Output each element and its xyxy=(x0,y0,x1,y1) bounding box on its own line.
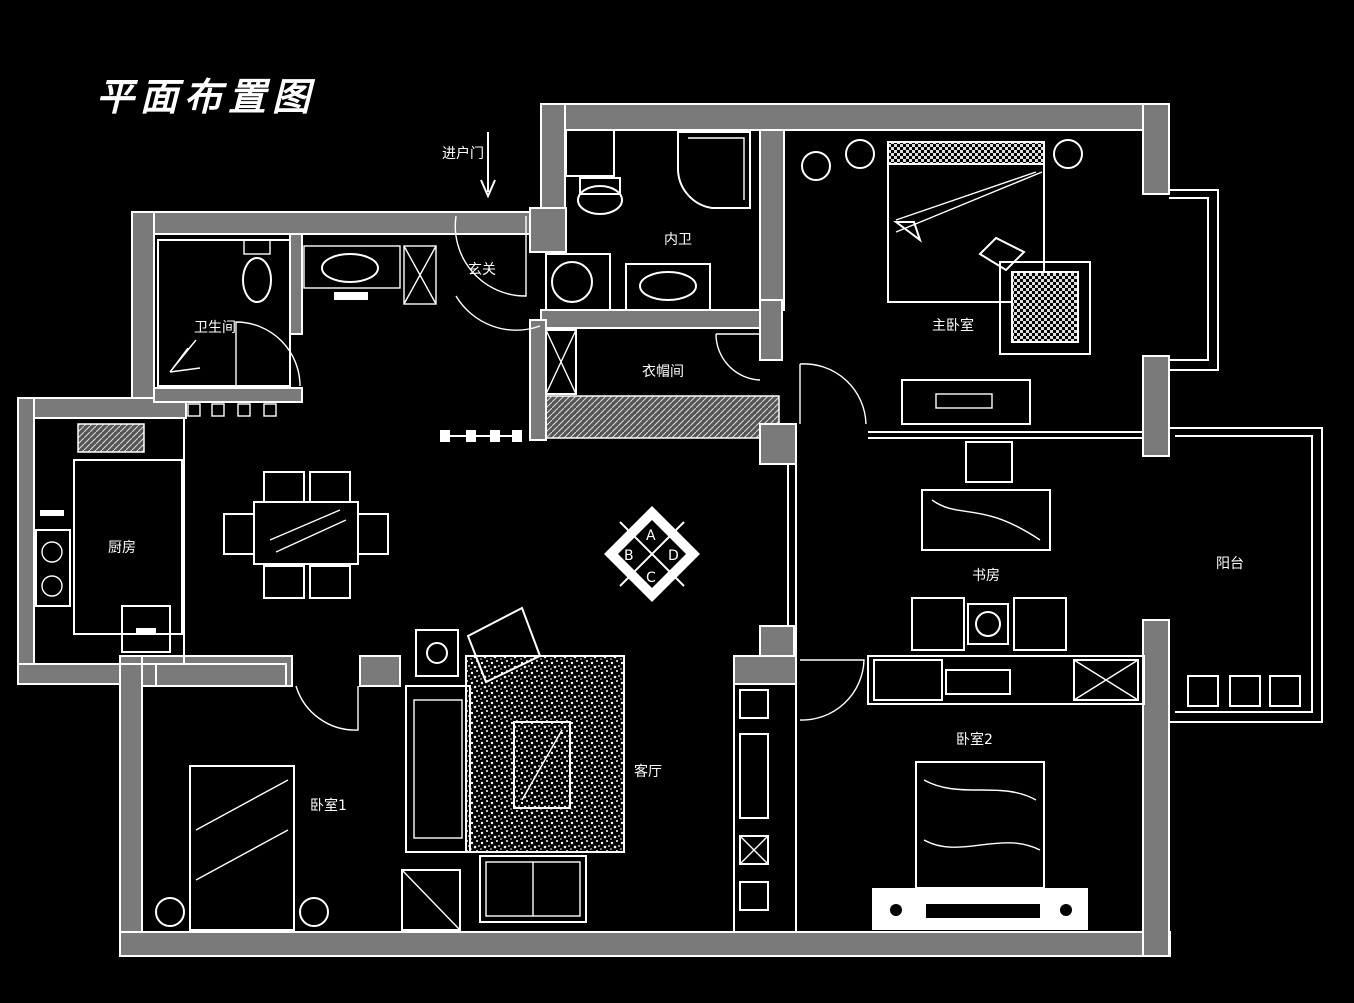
dining-set xyxy=(223,471,389,599)
room-label-cloakroom: 衣帽间 xyxy=(642,364,684,380)
kitchen-fixtures xyxy=(33,417,185,665)
room-label-living-room: 客厅 xyxy=(634,763,662,780)
compass-left: B xyxy=(624,548,634,564)
room-label-foyer: 玄关 xyxy=(468,261,496,278)
room-label-study: 书房 xyxy=(972,568,1000,584)
tv-cabinet xyxy=(739,689,769,911)
living-room-furniture xyxy=(401,606,625,931)
room-label-bedroom-1: 卧室1 xyxy=(310,797,347,814)
compass-top: A xyxy=(646,528,656,544)
master-bed xyxy=(801,139,1091,425)
room-label-master-bath: 内卫 xyxy=(664,232,692,248)
bedroom-2-furniture xyxy=(872,761,1088,930)
interior-walls xyxy=(141,129,1145,932)
master-bath-fixtures xyxy=(545,129,751,395)
bedroom-1-furniture xyxy=(155,663,329,931)
exterior-walls xyxy=(17,103,1323,957)
direction-marker: A B D C xyxy=(604,506,700,602)
doors xyxy=(235,215,867,731)
plan-title: 平面布置图 xyxy=(96,74,317,119)
compass-bottom: C xyxy=(646,570,656,586)
study-furniture xyxy=(873,441,1139,701)
room-label-balcony: 阳台 xyxy=(1216,556,1244,572)
room-label-kitchen: 厨房 xyxy=(108,540,136,556)
compass-right: D xyxy=(668,548,679,564)
shoe-cabinet xyxy=(440,430,522,442)
room-label-bathroom: 卫生间 xyxy=(194,320,236,336)
room-label-bedroom-2: 卧室2 xyxy=(956,731,993,748)
room-label-master-bedroom: 主卧室 xyxy=(932,317,974,334)
entrance-arrow xyxy=(480,132,496,199)
balcony-fixtures xyxy=(1187,675,1301,707)
bathroom-fixtures xyxy=(157,239,437,417)
entrance-label: 进户门 xyxy=(442,145,484,162)
